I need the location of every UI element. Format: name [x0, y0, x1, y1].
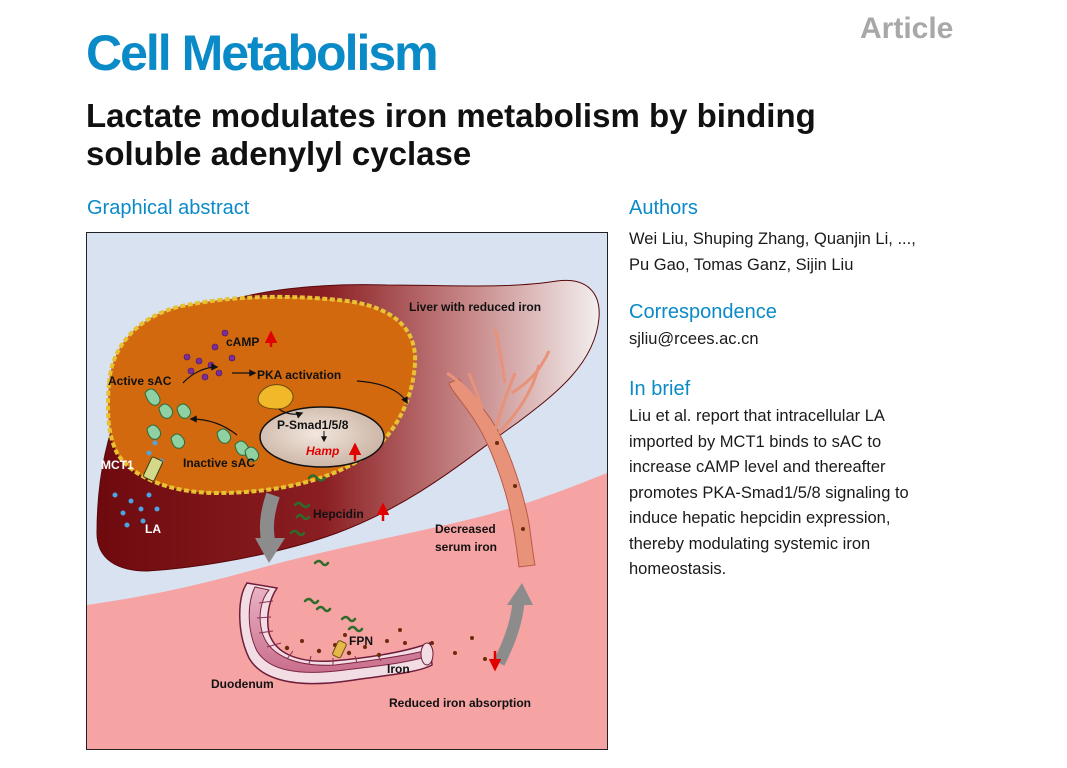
mct1-transporter [143, 456, 163, 482]
label-active-sac: Active sAC [108, 374, 172, 388]
label-iron: Iron [387, 662, 410, 676]
article-type-label: Article [860, 12, 954, 45]
fpn-channel [332, 640, 347, 659]
tissue-background [87, 473, 607, 749]
label-decreased: Decreased [435, 522, 496, 536]
in-brief-line: promotes PKA-Smad1/5/8 signaling to [629, 483, 909, 502]
label-serum-iron: serum iron [435, 540, 497, 554]
increase-arrows [264, 330, 502, 672]
sac-molecules [144, 388, 260, 462]
in-brief-heading: In brief [629, 378, 691, 400]
authors-list: Wei Liu, Shuping Zhang, Quanjin Li, ...,… [629, 227, 916, 278]
in-brief-text: Liu et al. report that intracellular LA … [629, 404, 909, 583]
label-la: LA [145, 522, 161, 536]
label-psmad: P-Smad1/5/8 [277, 418, 349, 432]
authors-line-2: Pu Gao, Tomas Ganz, Sijin Liu [629, 255, 854, 274]
in-brief-line: imported by MCT1 binds to sAC to [629, 432, 882, 451]
pka-shape [257, 384, 294, 410]
journal-name: Cell Metabolism [86, 25, 439, 81]
iron-dots [284, 628, 487, 661]
label-duodenum: Duodenum [211, 677, 274, 691]
lactate-dots [112, 440, 164, 528]
label-fpn: FPN [349, 634, 373, 648]
title-line-1: Lactate modulates iron metabolism by bin… [86, 97, 816, 134]
label-inactive-sac: Inactive sAC [183, 456, 255, 470]
in-brief-line: thereby modulating systemic iron [629, 534, 871, 553]
label-mct1: MCT1 [101, 458, 134, 472]
label-hepcidin: Hepcidin [313, 507, 364, 521]
label-liver: Liver with reduced iron [409, 300, 541, 314]
camp-molecules [183, 329, 236, 381]
hepcidin-flow-arrow [259, 492, 280, 547]
graphical-abstract-figure: Liver with reduced iron cAMP Active sAC … [86, 232, 608, 750]
authors-heading: Authors [629, 197, 698, 219]
in-brief-line: homeostasis. [629, 560, 727, 578]
in-brief-line: Liu et al. report that intracellular LA [629, 407, 885, 425]
label-pka: PKA activation [257, 368, 341, 382]
hepcidin-molecules [289, 474, 364, 633]
nucleus [259, 406, 385, 468]
vessel-branches [446, 328, 551, 444]
graphical-abstract-heading: Graphical abstract [87, 197, 250, 219]
title-line-2: soluble adenylyl cyclase [86, 135, 472, 172]
article-title: Lactate modulates iron metabolism by bin… [86, 97, 986, 173]
label-hamp: Hamp [306, 444, 339, 458]
correspondence-heading: Correspondence [629, 301, 777, 323]
graphical-abstract-svg: Liver with reduced iron cAMP Active sAC … [87, 233, 607, 749]
in-brief-line: increase cAMP level and thereafter [629, 458, 886, 476]
in-brief-line: induce hepatic hepcidin expression, [629, 509, 891, 527]
correspondence-email[interactable]: sjliu@rcees.ac.cn [629, 330, 759, 348]
label-camp: cAMP [226, 335, 259, 349]
authors-line-1: Wei Liu, Shuping Zhang, Quanjin Li, ..., [629, 230, 916, 248]
label-reduced-absorption: Reduced iron absorption [389, 696, 531, 710]
